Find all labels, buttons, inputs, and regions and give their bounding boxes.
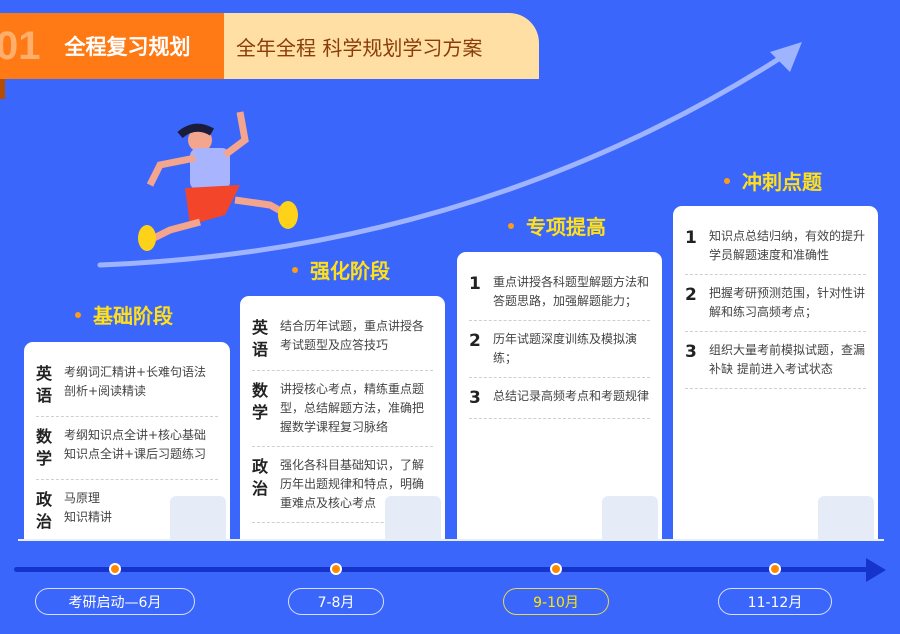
row-number: 1 — [469, 274, 481, 294]
stage-title-text: 基础阶段 — [93, 304, 173, 328]
card-row: 英语考纲词汇精讲+长难句语法剖析+阅读精读 — [36, 354, 218, 417]
row-text: 考纲词汇精讲+长难句语法剖析+阅读精读 — [64, 365, 207, 398]
card-row: 政治强化各科目基础知识，了解历年出题规律和特点，明确重难点及核心考点 — [252, 447, 433, 523]
row-text: 把握考研预测范围，针对性讲解和练习高频考点； — [709, 286, 866, 319]
bullet-dot-icon — [75, 311, 81, 318]
timeline-dot — [109, 563, 121, 575]
row-text: 讲授核心考点，精练重点题型，总结解题方法，准确把握数学课程复习脉络 — [280, 382, 425, 434]
header-badge: 01 全程复习规划 — [0, 13, 224, 79]
card-row: 数学考纲知识点全讲+核心基础知识点全讲+课后习题练习 — [36, 417, 218, 480]
row-text: 马原理 知识精讲 — [64, 491, 113, 524]
watermark-icon — [602, 496, 658, 540]
card-row: 2 历年试题深度训练及模拟演练； — [469, 321, 650, 378]
stage-card: 1 知识点总结归纳，有效的提升学员解题速度和准确性 2 把握考研预测范围，针对性讲解和… — [673, 206, 878, 540]
card-row: 英语结合历年试题，重点讲授各考试题型及应答技巧 — [252, 308, 433, 371]
stage-card: 1 重点讲授各科题型解题方法和答题思路，加强解题能力； 2 历年试题深度训练及模拟演练… — [457, 252, 662, 540]
stage-title: 强化阶段 — [292, 255, 390, 284]
watermark-icon — [385, 496, 441, 540]
stage-title-text: 专项提高 — [526, 215, 606, 239]
row-number: 2 — [469, 331, 481, 351]
section-subtitle: 全年全程 科学规划学习方案 — [224, 13, 539, 79]
timeline-dot — [330, 563, 342, 575]
growth-arrow-icon — [97, 42, 802, 268]
runner-illustration-icon — [138, 111, 298, 251]
card-row: 政治马原理 知识精讲 — [36, 480, 218, 540]
timeline-dot — [769, 563, 781, 575]
bullet-dot-icon — [724, 177, 730, 184]
row-number: 3 — [685, 342, 697, 362]
section-title: 全程复习规划 — [64, 35, 191, 59]
subject-label: 英语 — [36, 364, 53, 405]
stage-title-text: 冲刺点题 — [742, 170, 822, 194]
timeline-period-button[interactable]: 9-10月 — [503, 588, 609, 615]
card-row: 2 把握考研预测范围，针对性讲解和练习高频考点； — [685, 275, 866, 332]
stage-title: 专项提高 — [508, 211, 606, 240]
subject-label: 政治 — [252, 457, 269, 498]
row-text: 历年试题深度训练及模拟演练； — [493, 332, 638, 365]
row-text: 结合历年试题，重点讲授各考试题型及应答技巧 — [280, 319, 425, 352]
timeline-bar — [14, 567, 874, 572]
watermark-icon — [818, 496, 874, 540]
stage-baseline — [18, 539, 884, 541]
watermark-icon — [170, 496, 226, 540]
row-text: 考纲知识点全讲+核心基础知识点全讲+课后习题练习 — [64, 428, 207, 461]
card-row: 3 组织大量考前模拟试题，查漏补缺 提前进入考试状态 — [685, 332, 866, 389]
row-number: 3 — [469, 388, 481, 408]
section-header: 01 全程复习规划 全年全程 科学规划学习方案 — [0, 13, 539, 79]
timeline-arrow-icon — [866, 558, 886, 582]
timeline-period-button[interactable]: 考研启动—6月 — [35, 588, 195, 615]
stage-card: 英语考纲词汇精讲+长难句语法剖析+阅读精读数学考纲知识点全讲+核心基础知识点全讲… — [24, 342, 230, 540]
stage-title: 基础阶段 — [75, 300, 173, 329]
stage-card: 英语结合历年试题，重点讲授各考试题型及应答技巧数学讲授核心考点，精练重点题型，总… — [240, 296, 445, 540]
row-text: 组织大量考前模拟试题，查漏补缺 提前进入考试状态 — [709, 343, 866, 376]
timeline-period-button[interactable]: 11-12月 — [718, 588, 832, 615]
row-text: 重点讲授各科题型解题方法和答题思路，加强解题能力； — [493, 275, 650, 308]
row-text: 知识点总结归纳，有效的提升学员解题速度和准确性 — [709, 229, 866, 262]
timeline-period-button[interactable]: 7-8月 — [288, 588, 384, 615]
row-number: 1 — [685, 228, 697, 248]
card-row: 3 总结记录高频考点和考题规律 — [469, 378, 650, 419]
row-number: 2 — [685, 285, 697, 305]
stage-title-text: 强化阶段 — [310, 259, 390, 283]
section-number: 01 — [0, 23, 41, 68]
bullet-dot-icon — [508, 222, 514, 229]
card-row: 1 重点讲授各科题型解题方法和答题思路，加强解题能力； — [469, 264, 650, 321]
stage-title: 冲刺点题 — [724, 166, 822, 195]
header-tab-decoration — [0, 79, 5, 99]
card-row: 数学讲授核心考点，精练重点题型，总结解题方法，准确把握数学课程复习脉络 — [252, 371, 433, 447]
row-text: 总结记录高频考点和考题规律 — [493, 389, 650, 403]
subject-label: 政治 — [36, 490, 53, 531]
subject-label: 数学 — [252, 381, 269, 422]
bullet-dot-icon — [292, 266, 298, 273]
timeline-dot — [550, 563, 562, 575]
card-row: 1 知识点总结归纳，有效的提升学员解题速度和准确性 — [685, 218, 866, 275]
subject-label: 英语 — [252, 318, 269, 359]
row-text: 强化各科目基础知识，了解历年出题规律和特点，明确重难点及核心考点 — [280, 458, 425, 510]
subject-label: 数学 — [36, 427, 53, 468]
